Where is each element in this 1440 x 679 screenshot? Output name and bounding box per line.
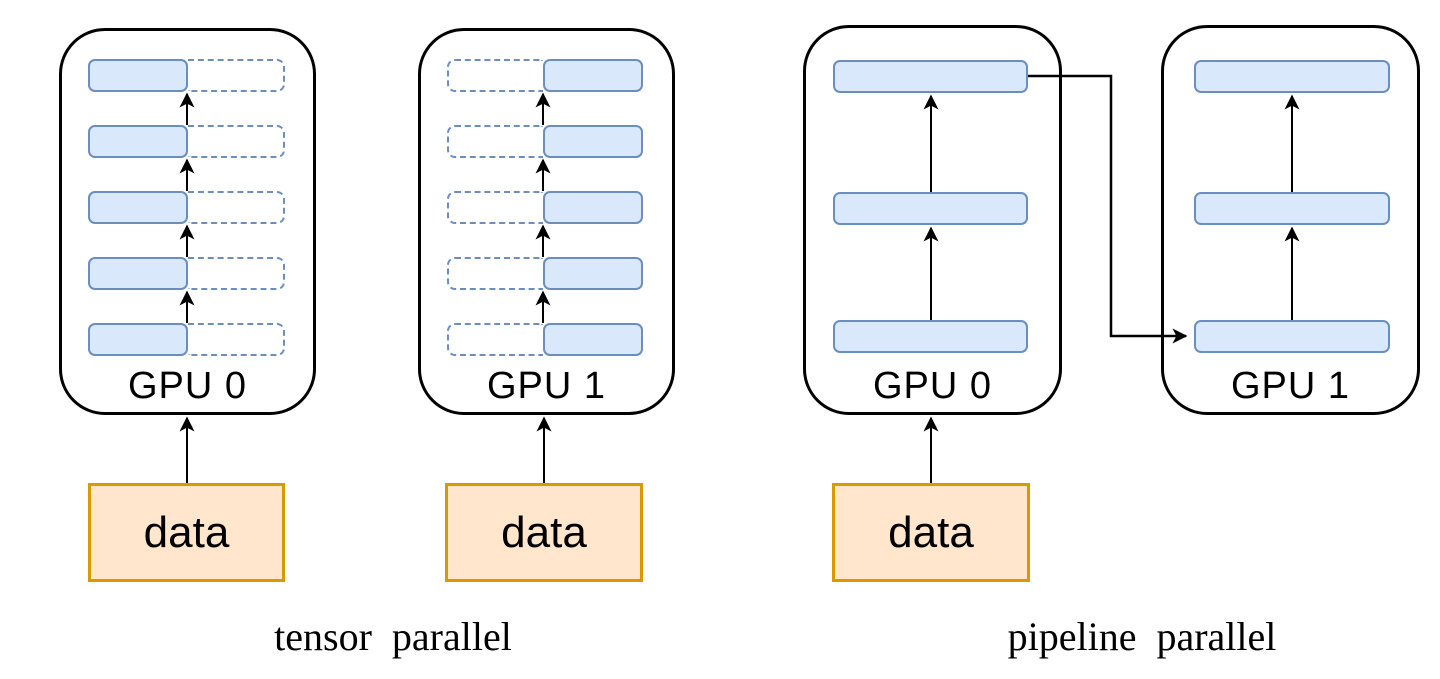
data-label: data	[888, 507, 974, 557]
data-label: data	[501, 507, 587, 557]
tensor-gpu0-layer-solid	[88, 257, 188, 290]
pipeline-gpu1-layer	[1194, 192, 1390, 225]
tensor-gpu1-data-box: data	[445, 483, 643, 582]
tensor-gpu0-layer-solid	[88, 59, 188, 92]
data-label: data	[143, 507, 230, 557]
pipeline-gpu0-label: GPU 0	[872, 365, 993, 407]
tensor-parallel-caption: tensor parallel	[274, 614, 512, 659]
tensor-gpu1-layer-ghost	[447, 257, 543, 290]
pipeline-gpu1-layer	[1194, 320, 1390, 353]
tensor-gpu0-layer-solid	[88, 323, 188, 356]
tensor-gpu0-label: GPU 0	[127, 365, 248, 407]
tensor-gpu1-layer-ghost	[447, 59, 543, 92]
pipeline-gpu0-layer	[833, 320, 1028, 353]
tensor-gpu1-layer-solid	[543, 257, 643, 290]
tensor-gpu1-layer-solid	[543, 125, 643, 158]
tensor-gpu0-layer-ghost	[188, 59, 285, 92]
tensor-gpu0-data-box: data	[88, 483, 285, 582]
pipeline-gpu0-layer	[833, 60, 1028, 93]
pipeline-gpu1-layer	[1194, 60, 1390, 93]
pipeline-gpu1-label: GPU 1	[1230, 365, 1351, 407]
pipeline-gpu0-layer	[833, 192, 1028, 225]
tensor-gpu1-layer-ghost	[447, 191, 543, 224]
tensor-gpu1-layer-solid	[543, 59, 643, 92]
tensor-gpu0-layer-ghost	[188, 323, 285, 356]
tensor-gpu0-layer-solid	[88, 125, 188, 158]
pipeline-parallel-caption: pipeline parallel	[1007, 614, 1277, 659]
tensor-gpu1-layer-solid	[543, 191, 643, 224]
tensor-gpu1-layer-ghost	[447, 125, 543, 158]
tensor-gpu0-layer-ghost	[188, 191, 285, 224]
tensor-gpu0-layer-ghost	[188, 125, 285, 158]
tensor-gpu1-layer-solid	[543, 323, 643, 356]
tensor-gpu0-layer-ghost	[188, 257, 285, 290]
tensor-gpu1-layer-ghost	[447, 323, 543, 356]
pipeline-data-box: data	[832, 483, 1030, 582]
tensor-gpu1-label: GPU 1	[486, 365, 607, 407]
tensor-gpu0-layer-solid	[88, 191, 188, 224]
